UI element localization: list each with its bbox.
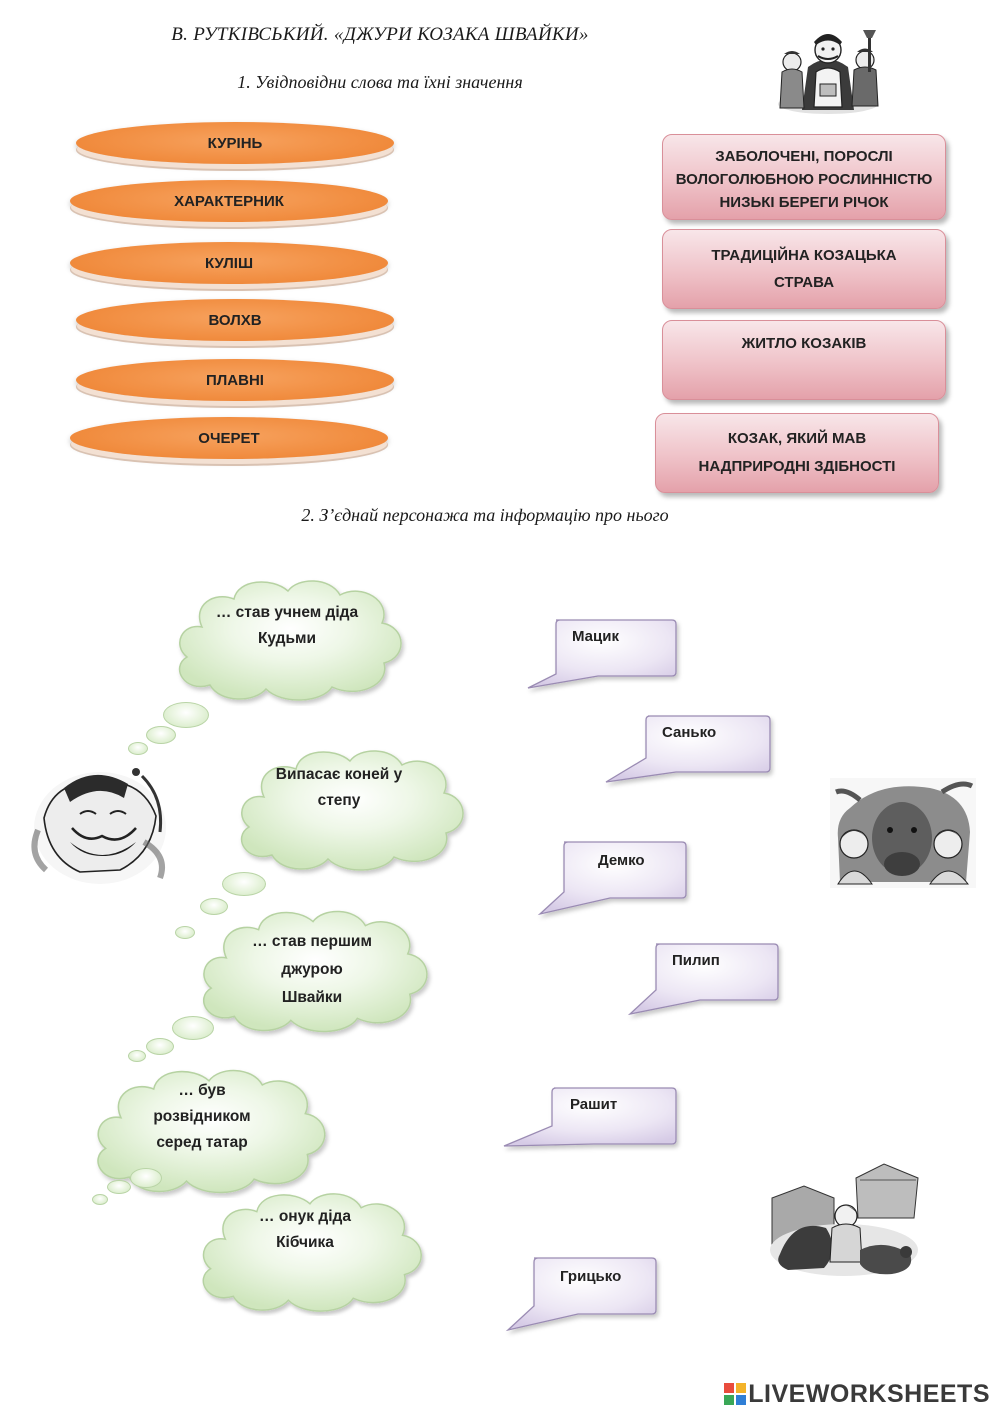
cloud-line: Випасає коней у xyxy=(275,766,403,783)
definition-plavni[interactable]: ЗАБОЛОЧЕНІ, ПОРОСЛІ ВОЛОГОЛЮБНОЮ РОСЛИНН… xyxy=(662,134,946,220)
word-kurin[interactable]: КУРІНЬ xyxy=(76,122,394,164)
bull-children-illustration xyxy=(830,778,976,888)
name-label: Грицько xyxy=(560,1268,622,1285)
definition-line: ЗАБОЛОЧЕНІ, ПОРОСЛІ xyxy=(715,148,893,165)
cloud-line: розвідником xyxy=(153,1108,251,1125)
definition-line: СТРАВА xyxy=(773,274,835,291)
cloud-line: степу xyxy=(317,792,361,809)
cloud-puff xyxy=(92,1194,108,1205)
brand-name: LIVEWORKSHEETS xyxy=(748,1380,990,1408)
name-label: Мацик xyxy=(572,628,619,645)
name-callout-hrytsko[interactable]: Грицько xyxy=(505,1256,658,1332)
dog-girl-illustration xyxy=(764,1158,924,1282)
cloud-line: Кібчика xyxy=(276,1234,334,1251)
cloud-info-1[interactable]: … став учнем діда Кудьми xyxy=(162,574,412,706)
liveworksheets-logo-icon xyxy=(724,1383,747,1405)
cloud-puff xyxy=(200,898,228,915)
worksheet-title: В. РУТКІВСЬКИЙ. «ДЖУРИ КОЗАКА ШВАЙКИ» xyxy=(171,24,589,45)
cloud-info-5[interactable]: … онук діда Кібчика xyxy=(186,1188,432,1316)
cloud-puff xyxy=(146,1038,174,1055)
cloud-puff xyxy=(107,1180,131,1194)
name-callout-demko[interactable]: Демко xyxy=(537,840,688,916)
task-1-heading: 1. Увідповідни слова та їхні значення xyxy=(237,72,523,92)
cloud-puff xyxy=(222,872,266,896)
word-kulish[interactable]: КУЛІШ xyxy=(70,242,388,284)
definition-kurin[interactable]: ЖИТЛО КОЗАКІВ xyxy=(662,320,946,400)
cloud-line: … став учнем діда xyxy=(215,604,359,621)
cloud-puff xyxy=(128,742,148,755)
task-2-heading: 2. З’єднай персонажа та інформацію про н… xyxy=(301,505,669,525)
definition-line: ТРАДИЦІЙНА КОЗАЦЬКА xyxy=(711,247,897,264)
word-ocheret[interactable]: ОЧЕРЕТ xyxy=(70,417,388,459)
cloud-info-4[interactable]: … був розвідником серед татар xyxy=(80,1064,336,1198)
liveworksheets-logo: LIVEWORKSHEETS xyxy=(724,1380,990,1409)
name-callout-matsyk[interactable]: Мацик xyxy=(527,618,678,690)
definition-kharakternyk[interactable]: КОЗАК, ЯКИЙ МАВ НАДПРИРОДНІ ЗДІБНОСТІ xyxy=(655,413,939,493)
name-label: Санько xyxy=(662,724,717,741)
cloud-line: … став першим xyxy=(252,933,372,950)
cossak-illustration xyxy=(952,12,953,13)
cloud-info-3[interactable]: … став першим джурою Швайки xyxy=(186,902,438,1040)
name-callout-pylyp[interactable]: Пилип xyxy=(627,942,780,1016)
word-volkhv[interactable]: ВОЛХВ xyxy=(76,299,394,341)
cloud-info-2[interactable]: Випасає коней у степу xyxy=(224,742,474,878)
name-label: Демко xyxy=(598,852,645,869)
name-label: Пилип xyxy=(672,952,720,969)
cloud-puff xyxy=(128,1050,146,1062)
cloud-line: Кудьми xyxy=(257,630,317,647)
name-callout-sanko[interactable]: Санько xyxy=(605,714,772,783)
definition-line: ВОЛОГОЛЮБНОЮ РОСЛИННІСТЮ xyxy=(675,171,933,188)
cloud-puff xyxy=(163,702,209,728)
name-callout-rashyt[interactable]: Рашит xyxy=(503,1086,678,1148)
cossak-crowd-illustration xyxy=(768,12,888,117)
cloud-line: джурою xyxy=(281,961,343,978)
definition-line: НИЗЬКІ БЕРЕГИ РІЧОК xyxy=(719,194,889,211)
definition-line: КОЗАК, ЯКИЙ МАВ xyxy=(727,430,867,447)
cloud-line: … був xyxy=(178,1082,226,1099)
cloud-line: серед татар xyxy=(156,1134,248,1151)
cloud-puff xyxy=(146,726,176,744)
cossak-laughing-illustration xyxy=(31,768,166,884)
word-kharakternyk[interactable]: ХАРАКТЕРНИК xyxy=(70,180,388,222)
definition-kulish[interactable]: ТРАДИЦІЙНА КОЗАЦЬКА СТРАВА xyxy=(662,229,946,309)
cloud-puff xyxy=(130,1168,162,1188)
cloud-line: … онук діда xyxy=(259,1208,351,1225)
definition-line: НАДПРИРОДНІ ЗДІБНОСТІ xyxy=(698,458,896,475)
name-label: Рашит xyxy=(570,1096,618,1113)
definition-line: ЖИТЛО КОЗАКІВ xyxy=(741,335,867,352)
cloud-puff xyxy=(172,1016,214,1040)
cloud-puff xyxy=(175,926,195,939)
word-plavni[interactable]: ПЛАВНІ xyxy=(76,359,394,401)
cloud-line: Швайки xyxy=(281,989,343,1006)
